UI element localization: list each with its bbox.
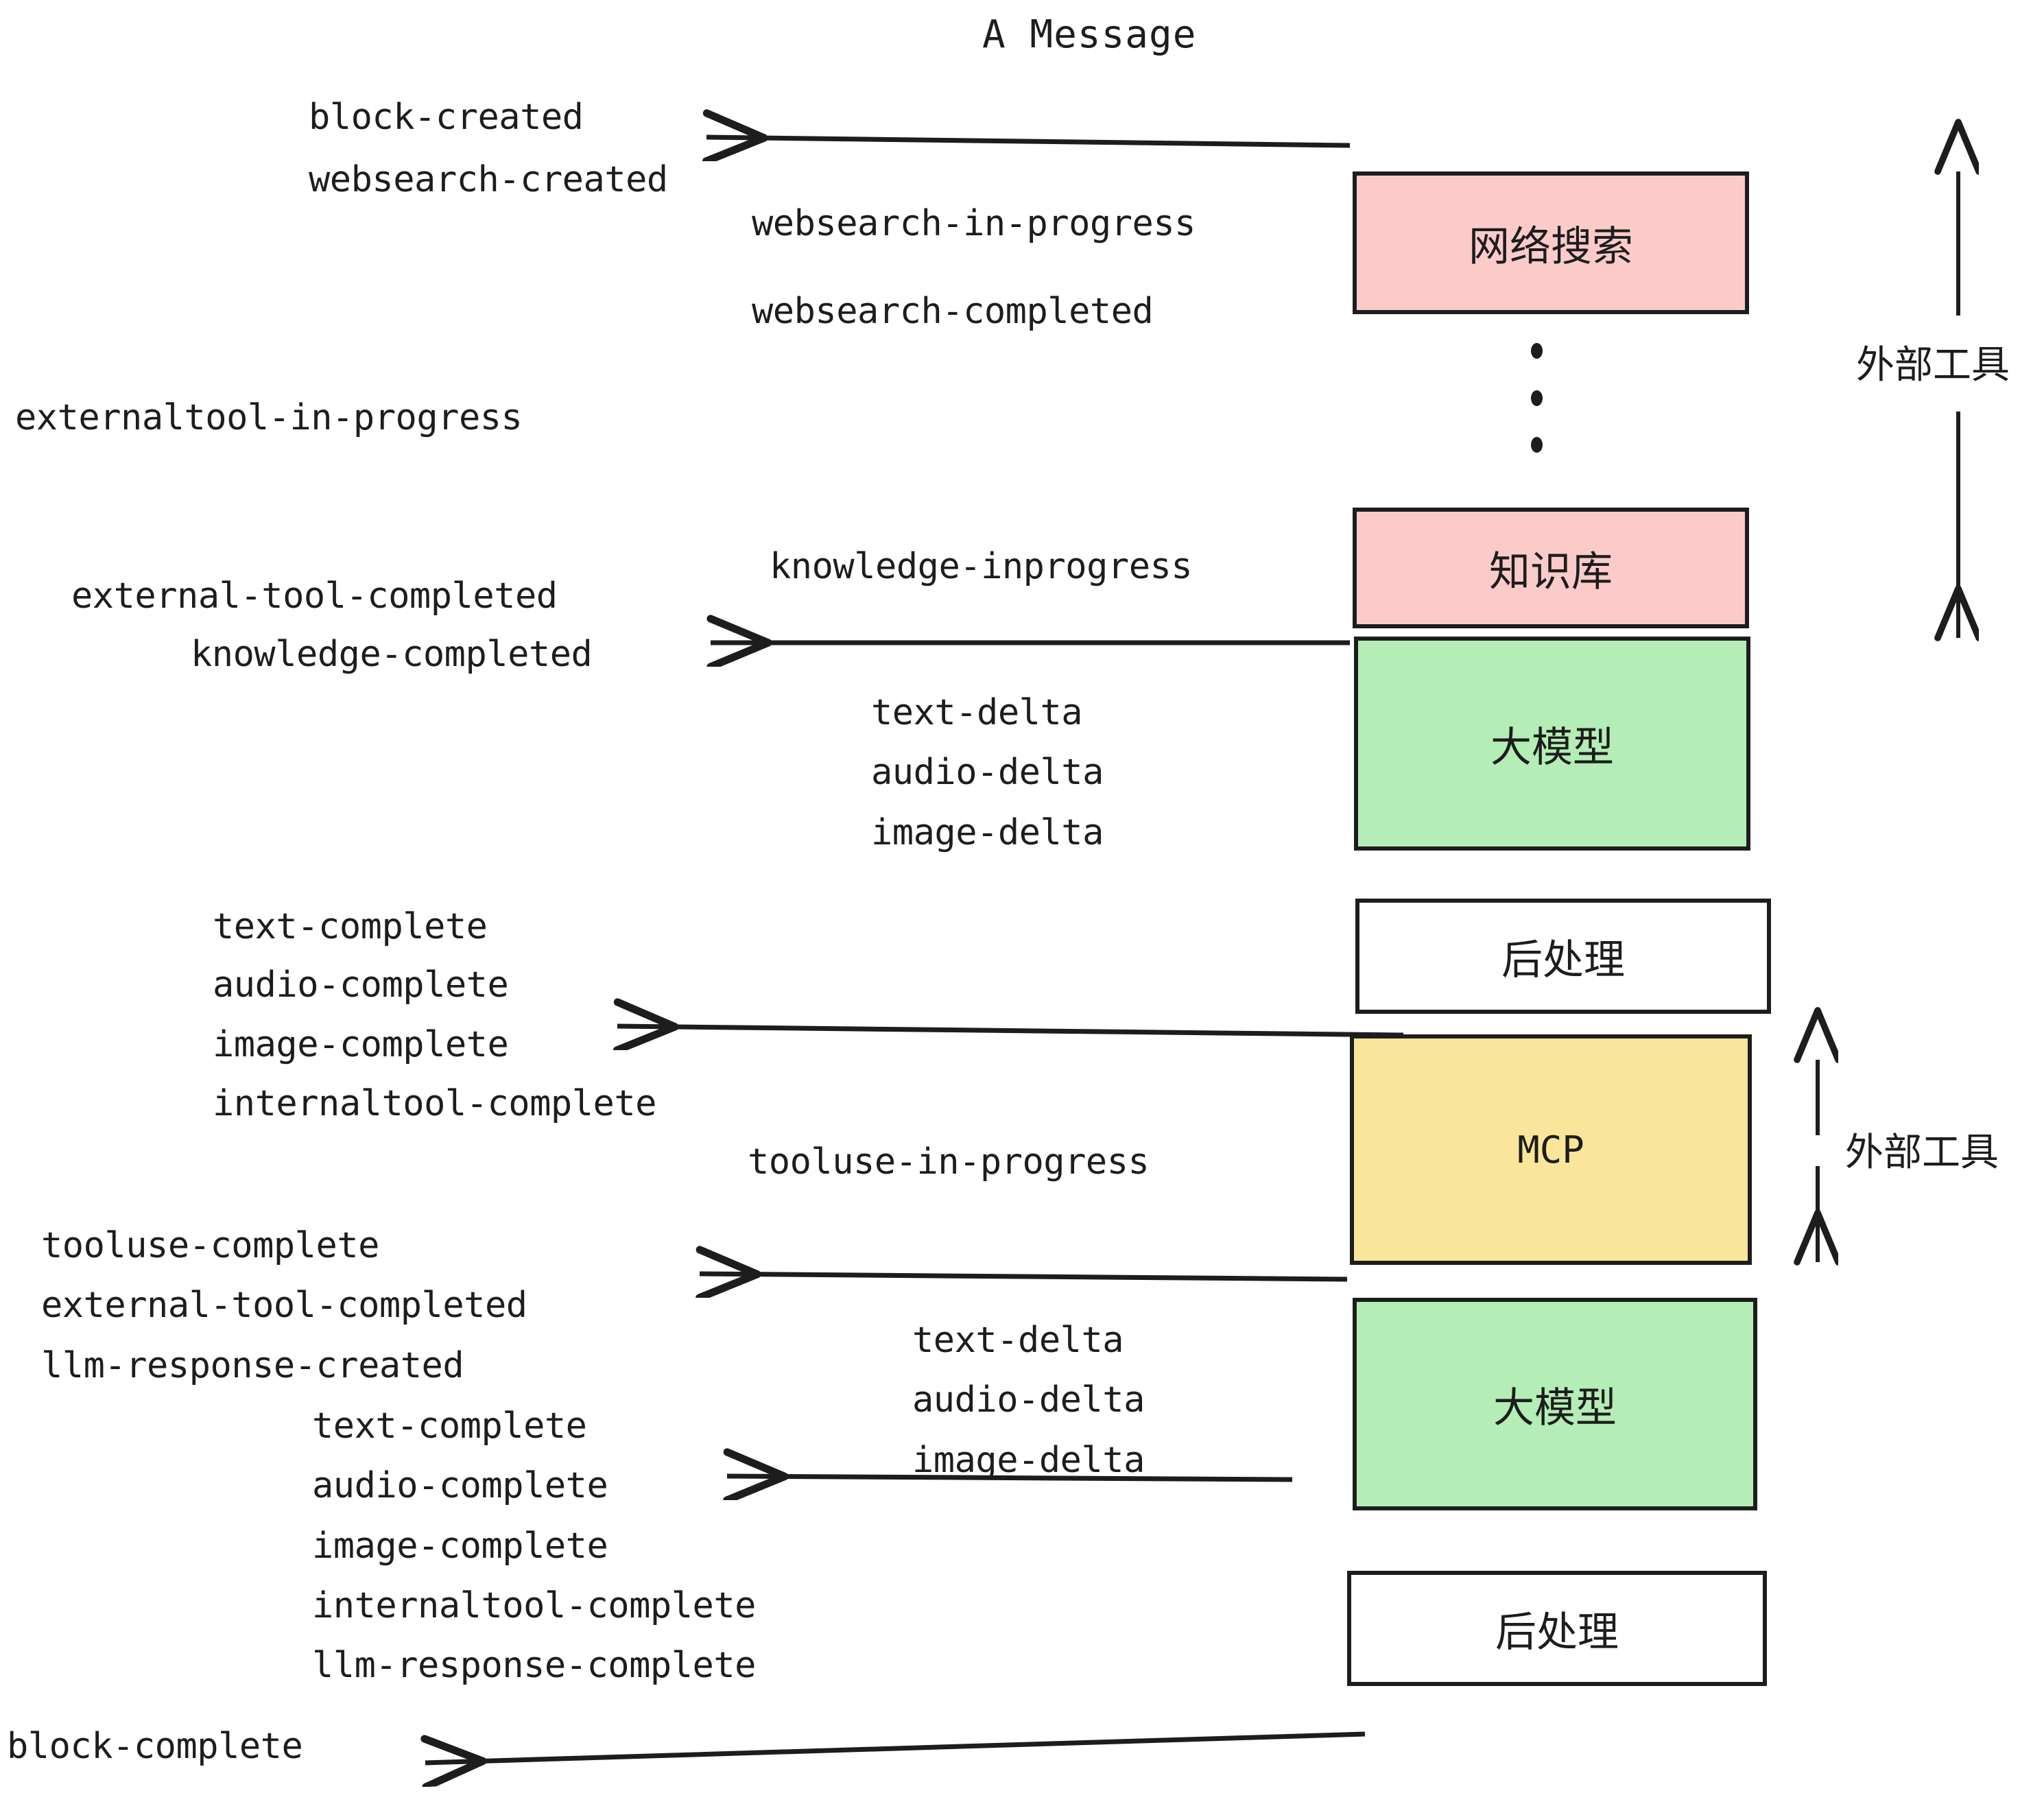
event-text-delta-1: text-delta [871,692,1083,733]
event-image-delta-2: image-delta [912,1440,1145,1481]
node-mcp[interactable]: MCP [1350,1034,1752,1265]
arrow-mcp-to-tooluse-complete [700,1274,1348,1279]
arrow-postprocess1-to-image-complete [617,1026,1404,1035]
event-websearch-completed: websearch-completed [752,291,1154,332]
node-llm-2-label: 大模型 [1493,1384,1617,1432]
event-externaltool-in-progress: externaltool-in-progress [15,397,523,438]
diagram-title: A Message [982,12,1197,57]
node-mcp-label: MCP [1517,1128,1584,1172]
event-image-complete-1: image-complete [213,1024,509,1065]
event-image-delta-1: image-delta [871,812,1104,853]
vertical-ellipsis-icon [1530,343,1543,453]
node-websearch-label: 网络搜索 [1469,222,1633,271]
node-knowledge-label: 知识库 [1489,547,1613,596]
event-audio-delta-2: audio-delta [912,1379,1145,1421]
node-knowledge[interactable]: 知识库 [1353,508,1749,628]
event-tooluse-complete: tooluse-complete [41,1225,379,1266]
event-text-complete-1: text-complete [213,906,488,947]
event-internaltool-complete-2: internaltool-complete [312,1585,756,1626]
event-external-tool-completed-2: external-tool-completed [41,1285,527,1326]
label-external-tool-top: 外部工具 [1856,343,2010,388]
event-block-created: block-created [309,97,584,138]
event-websearch-in-progress: websearch-in-progress [752,203,1196,244]
event-websearch-created: websearch-created [309,159,668,200]
event-tooluse-in-progress: tooluse-in-progress [748,1141,1150,1183]
event-external-tool-completed-1: external-tool-completed [71,575,558,617]
node-llm-1-label: 大模型 [1490,723,1614,772]
event-audio-complete-2: audio-complete [312,1465,608,1506]
event-llm-response-complete: llm-response-complete [312,1645,756,1686]
node-llm-2[interactable]: 大模型 [1353,1298,1757,1510]
arrow-websearch-to-block-created [706,137,1351,145]
event-text-complete-2: text-complete [312,1405,587,1447]
event-knowledge-completed: knowledge-completed [191,634,593,675]
event-audio-complete-1: audio-complete [213,964,509,1006]
node-postprocess-2[interactable]: 后处理 [1347,1571,1767,1686]
event-internaltool-complete-1: internaltool-complete [213,1083,656,1124]
event-text-delta-2: text-delta [912,1320,1124,1361]
node-postprocess-2-label: 后处理 [1495,1608,1619,1657]
event-block-complete: block-complete [7,1726,303,1767]
node-postprocess-1[interactable]: 后处理 [1355,899,1771,1014]
event-image-complete-2: image-complete [312,1526,608,1567]
label-external-tool-bottom: 外部工具 [1845,1130,1999,1175]
node-websearch[interactable]: 网络搜索 [1353,171,1749,314]
node-postprocess-1-label: 后处理 [1501,936,1625,984]
event-llm-response-created: llm-response-created [41,1345,464,1386]
node-llm-1[interactable]: 大模型 [1354,637,1750,851]
event-audio-delta-1: audio-delta [871,752,1104,793]
event-knowledge-inprogress: knowledge-inprogress [770,546,1193,587]
arrow-postprocess2-to-block-complete [425,1731,1366,1763]
